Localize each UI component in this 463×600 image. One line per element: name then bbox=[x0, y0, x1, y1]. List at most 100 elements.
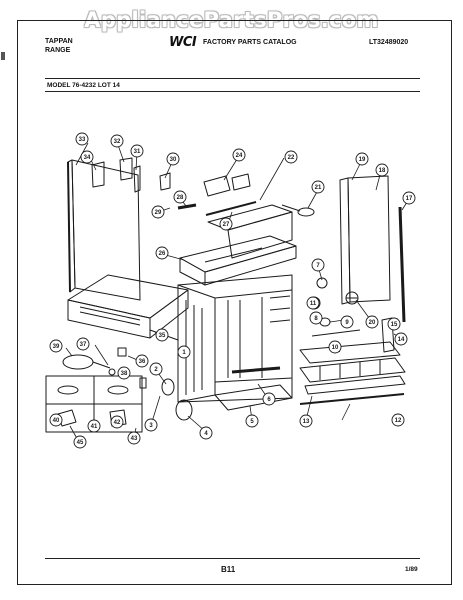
callout-circle bbox=[117, 366, 131, 380]
callout-number: 3 bbox=[149, 423, 153, 429]
callout-circle bbox=[76, 337, 90, 351]
callout-38: 38 bbox=[117, 366, 131, 380]
callout-1: 1 bbox=[177, 345, 191, 359]
callout-circle bbox=[340, 315, 354, 329]
callout-circle bbox=[355, 152, 369, 166]
callout-number: 43 bbox=[131, 436, 138, 442]
footer-rule bbox=[45, 558, 420, 559]
wci-logo: WCI bbox=[169, 35, 197, 50]
callout-circle bbox=[151, 205, 165, 219]
callout-28: 28 bbox=[173, 190, 187, 204]
callout-circle bbox=[173, 190, 187, 204]
callout-45: 45 bbox=[73, 435, 87, 449]
oven-racks bbox=[299, 317, 406, 405]
oven-body bbox=[177, 274, 293, 403]
callout-20: 20 bbox=[365, 315, 379, 329]
callout-number: 26 bbox=[159, 251, 166, 257]
callout-circle bbox=[73, 435, 87, 449]
callout-number: 24 bbox=[236, 153, 243, 159]
callout-number: 38 bbox=[121, 371, 128, 377]
callout-number: 17 bbox=[406, 196, 413, 202]
callout-number: 18 bbox=[379, 168, 386, 174]
callout-circle bbox=[284, 150, 298, 164]
callout-22: 22 bbox=[284, 150, 298, 164]
page-frame bbox=[17, 20, 452, 585]
callout-circle bbox=[365, 315, 379, 329]
callout-2: 2 bbox=[149, 362, 163, 376]
callout-number: 12 bbox=[395, 418, 402, 424]
callout-42: 42 bbox=[110, 415, 124, 429]
header-rule bbox=[45, 78, 420, 79]
callout-number: 41 bbox=[91, 424, 98, 430]
scan-mark bbox=[1, 52, 5, 60]
callout-number: 40 bbox=[53, 418, 60, 424]
callout-18: 18 bbox=[375, 163, 389, 177]
catalog-code: LT32489020 bbox=[369, 39, 409, 46]
callout-number: 5 bbox=[250, 419, 254, 425]
callout-circle bbox=[311, 180, 325, 194]
right-side-panel bbox=[339, 175, 406, 323]
callout-number: 7 bbox=[316, 263, 320, 269]
callout-circle bbox=[75, 132, 89, 146]
callout-circle bbox=[110, 415, 124, 429]
callout-40: 40 bbox=[49, 413, 63, 427]
callout-number: 31 bbox=[134, 149, 141, 155]
callout-number: 11 bbox=[310, 301, 317, 307]
callout-15: 15 bbox=[387, 317, 401, 331]
callout-24: 24 bbox=[232, 148, 246, 162]
callout-circle bbox=[262, 392, 276, 406]
callout-30: 30 bbox=[166, 152, 180, 166]
callout-number: 32 bbox=[114, 139, 121, 145]
callout-circle bbox=[49, 413, 63, 427]
callout-circle bbox=[144, 418, 158, 432]
callout-31: 31 bbox=[130, 144, 144, 158]
callout-circle bbox=[402, 191, 416, 205]
page-number: B11 bbox=[221, 565, 236, 574]
product-type: RANGE bbox=[45, 47, 71, 54]
model-line: MODEL 76-4232 LOT 14 bbox=[47, 82, 120, 89]
callout-circle bbox=[155, 328, 169, 342]
callout-number: 8 bbox=[314, 316, 318, 322]
callout-number: 36 bbox=[139, 359, 146, 365]
revision-date: 1/89 bbox=[405, 566, 418, 573]
callout-circle bbox=[299, 414, 313, 428]
callout-29: 29 bbox=[151, 205, 165, 219]
kick-plate bbox=[214, 366, 293, 411]
callout-number: 33 bbox=[79, 137, 86, 143]
callout-number: 1 bbox=[182, 350, 186, 356]
callout-circle bbox=[306, 296, 320, 310]
callout-13: 13 bbox=[299, 414, 313, 428]
callout-number: 27 bbox=[223, 222, 230, 228]
callout-6: 6 bbox=[262, 392, 276, 406]
callout-number: 15 bbox=[391, 322, 398, 328]
callout-number: 29 bbox=[155, 210, 162, 216]
callout-number: 2 bbox=[154, 367, 158, 373]
callout-27: 27 bbox=[219, 217, 233, 231]
callout-number: 35 bbox=[159, 333, 166, 339]
callout-circle bbox=[155, 246, 169, 260]
callout-circle bbox=[177, 345, 191, 359]
callout-number: 22 bbox=[288, 155, 295, 161]
catalog-title: FACTORY PARTS CATALOG bbox=[203, 39, 297, 46]
callout-circle bbox=[110, 134, 124, 148]
callout-5: 5 bbox=[245, 414, 259, 428]
model-rule bbox=[45, 91, 420, 92]
callout-19: 19 bbox=[355, 152, 369, 166]
callout-number: 45 bbox=[77, 440, 84, 446]
callout-circle bbox=[311, 258, 325, 272]
callout-39: 39 bbox=[49, 339, 63, 353]
cooktop bbox=[179, 235, 297, 286]
callout-number: 39 bbox=[53, 344, 60, 350]
callout-21: 21 bbox=[311, 180, 325, 194]
callout-number: 9 bbox=[345, 320, 349, 326]
left-side-panel bbox=[67, 159, 141, 301]
callout-33: 33 bbox=[75, 132, 89, 146]
callout-circle bbox=[127, 431, 141, 445]
callout-34: 34 bbox=[80, 150, 94, 164]
callout-26: 26 bbox=[155, 246, 169, 260]
callout-circle bbox=[328, 340, 342, 354]
callout-3: 3 bbox=[144, 418, 158, 432]
callout-number: 10 bbox=[332, 345, 339, 351]
